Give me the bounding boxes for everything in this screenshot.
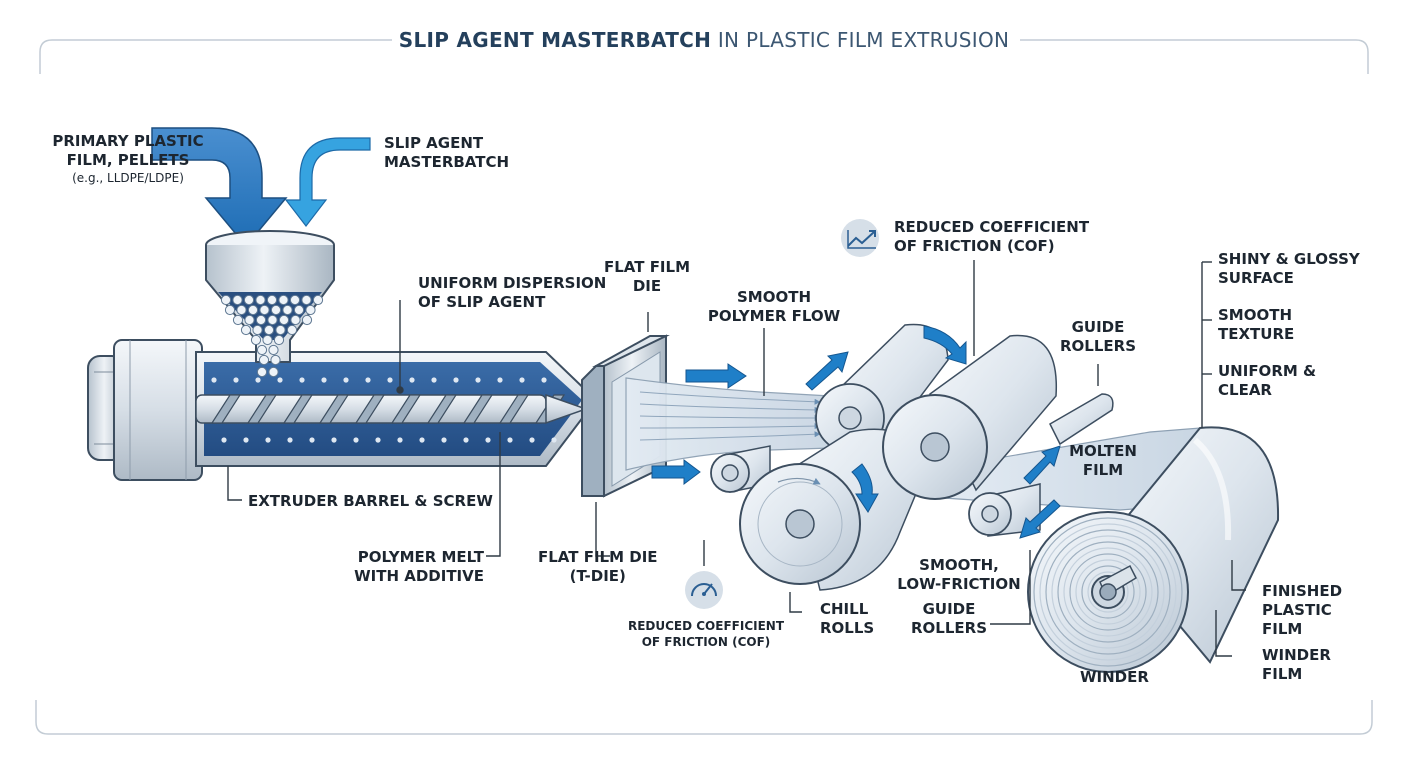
label-primary-pellets: PRIMARY PLASTIC FILM, PELLETS (e.g., LLD… bbox=[52, 132, 204, 185]
winder-roll bbox=[1027, 426, 1280, 673]
title-rest: IN PLASTIC FILM EXTRUSION bbox=[717, 28, 1010, 52]
flow-arrows bbox=[651, 325, 1061, 539]
label-guide-rollers-bottom: GUIDE ROLLERS bbox=[910, 600, 988, 637]
polymer-film bbox=[625, 377, 1201, 511]
label-uniform-clear: UNIFORM & CLEAR bbox=[1218, 362, 1317, 399]
label-cof-bottom: REDUCED COEFFICIENT OF FRICTION (COF) bbox=[627, 619, 785, 649]
label-smooth-texture: SMOOTH TEXTURE bbox=[1218, 306, 1295, 343]
trend-chart-icon bbox=[841, 219, 879, 257]
label-t-die: FLAT FILM DIE (T-DIE) bbox=[538, 548, 658, 585]
label-polymer-melt: POLYMER MELT WITH ADDITIVE bbox=[354, 548, 484, 585]
label-masterbatch: SLIP AGENT MASTERBATCH bbox=[384, 134, 510, 171]
extruder-motor bbox=[87, 339, 203, 481]
label-smooth-flow: SMOOTH POLYMER FLOW bbox=[707, 288, 841, 325]
pellets bbox=[220, 294, 324, 378]
label-cof-top: REDUCED COEFFICIENT OF FRICTION (COF) bbox=[894, 218, 1090, 255]
label-flat-die: FLAT FILM DIE bbox=[603, 258, 690, 295]
label-finished-film: FINISHED PLASTIC FILM bbox=[1262, 582, 1343, 638]
label-shiny-surface: SHINY & GLOSSY SURFACE bbox=[1218, 250, 1360, 287]
label-dispersion: UNIFORM DISPERSION OF SLIP AGENT bbox=[418, 274, 607, 311]
guide-roller bbox=[1049, 393, 1114, 446]
label-winder-film: WINDER FILM bbox=[1262, 646, 1331, 683]
label-chill-rolls: CHILL ROLLS bbox=[820, 600, 875, 637]
label-winder: WINDER bbox=[1080, 668, 1149, 686]
label-extruder-barrel: EXTRUDER BARREL & SCREW bbox=[248, 492, 493, 510]
label-guide-rollers-top: GUIDE ROLLERS bbox=[1059, 318, 1137, 355]
leader-lines bbox=[227, 260, 1246, 657]
frame bbox=[35, 39, 1373, 735]
label-molten-film: MOLTEN FILM bbox=[1069, 442, 1137, 479]
masterbatch-arrow bbox=[284, 137, 371, 227]
feed-hopper bbox=[205, 230, 335, 378]
label-low-friction: SMOOTH, LOW-FRICTION bbox=[897, 556, 1021, 593]
page-title: SLIP AGENT MASTERBATCH IN PLASTIC FILM E… bbox=[0, 26, 1408, 54]
gauge-icon bbox=[685, 571, 723, 609]
main-chill-roll bbox=[882, 334, 1058, 500]
extruder-screw bbox=[195, 377, 589, 443]
primary-pellets-arrow bbox=[151, 127, 288, 248]
title-emphasis: SLIP AGENT MASTERBATCH bbox=[398, 28, 712, 52]
